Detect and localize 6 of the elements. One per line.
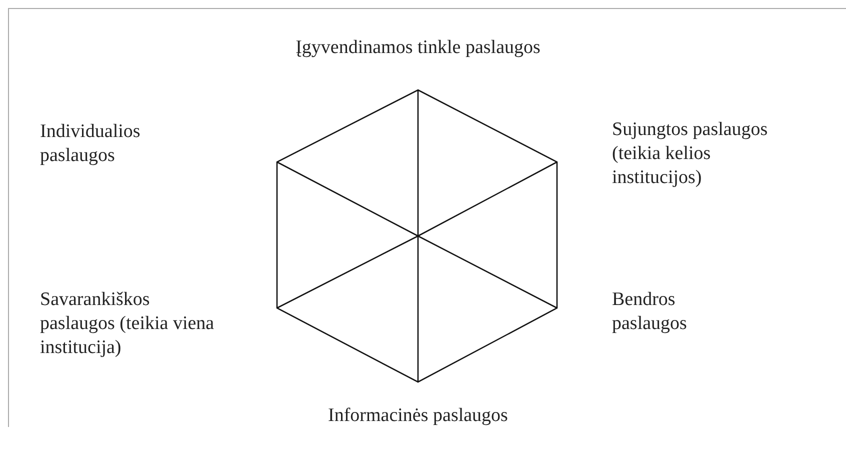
segment-label: Savarankiškos paslaugos (teikia viena institucija): [40, 288, 215, 360]
segment-label: Bendros paslaugos: [612, 288, 688, 336]
segment-label: Informacinės paslaugos: [327, 404, 509, 428]
segment-label: Įgyvendinamos tinkle paslaugos: [294, 36, 542, 60]
segment-label: Sujungtos paslaugos (teikia kelios institucijos): [612, 118, 769, 190]
segment-label: Individualios paslaugos: [40, 120, 142, 168]
